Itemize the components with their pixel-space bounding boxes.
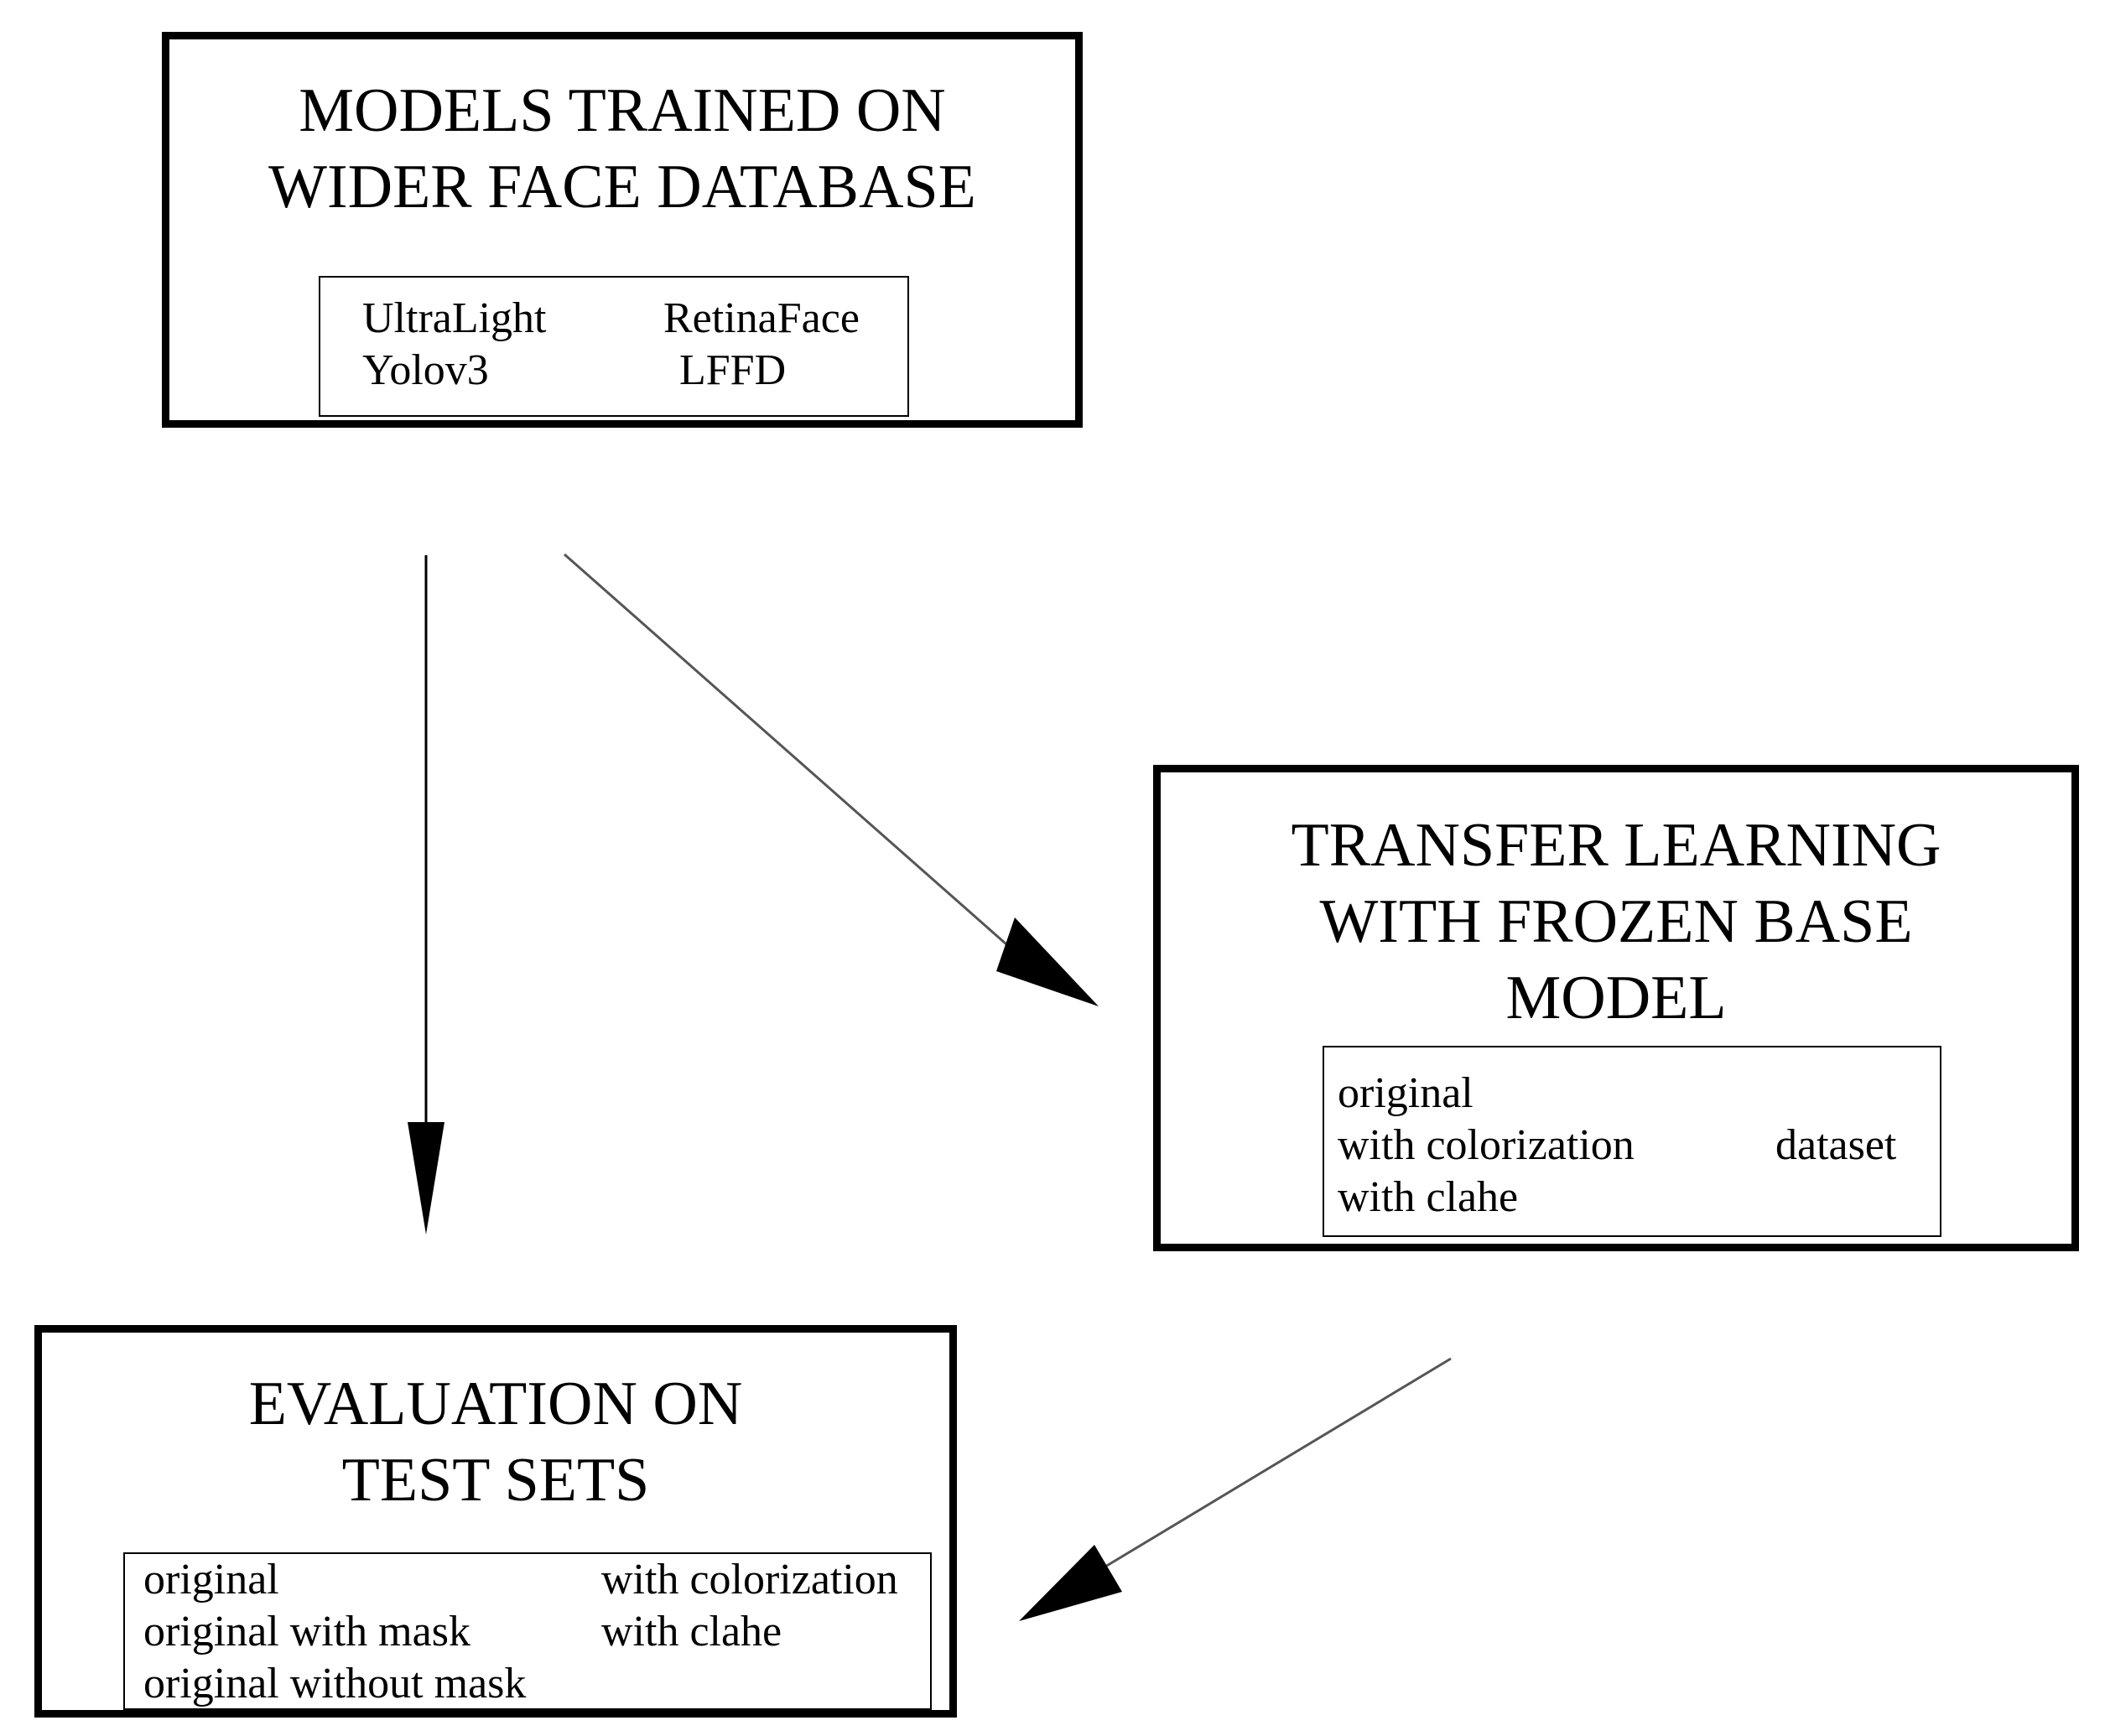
arrowhead-down (408, 1122, 444, 1234)
arrowhead-diagonal-down-right (996, 917, 1099, 1006)
models-list-box: UltraLight RetinaFace Yolov3 LFFD (319, 276, 909, 417)
edge-models-to-transfer (564, 553, 1099, 1006)
list-item: LFFD (679, 346, 787, 394)
list-item: Yolov3 (362, 346, 489, 394)
list-item: original without mask (143, 1660, 527, 1707)
node-models-title: MODELS TRAINED ON WIDER FACE DATABASE (169, 73, 1075, 226)
node-transfer-title: TRANSFER LEARNING WITH FROZEN BASE MODEL (1161, 808, 2071, 1037)
arrowhead-diagonal-down-left (1019, 1545, 1122, 1621)
title-line: MODELS TRAINED ON (299, 76, 946, 145)
evaluation-sets-box: original original with mask original wit… (123, 1552, 932, 1710)
title-line: TRANSFER LEARNING (1291, 811, 1941, 880)
title-line: MODEL (1505, 964, 1727, 1032)
list-item: dataset (1775, 1121, 1897, 1169)
title-line: WIDER FACE DATABASE (268, 153, 976, 221)
transfer-dataset-box: original with colorization with clahe da… (1323, 1046, 1941, 1237)
title-line: TEST SETS (341, 1446, 650, 1515)
list-item: original with mask (143, 1608, 470, 1655)
title-line: EVALUATION ON (248, 1370, 743, 1438)
node-evaluation-title: EVALUATION ON TEST SETS (42, 1366, 949, 1519)
node-evaluation: EVALUATION ON TEST SETS original origina… (34, 1325, 957, 1718)
list-item: UltraLight (362, 294, 547, 342)
list-item: with colorization (1338, 1121, 1635, 1169)
list-item: original (143, 1556, 279, 1603)
list-item: original (1338, 1069, 1474, 1117)
list-item: with colorization (601, 1556, 898, 1603)
edge-transfer-to-evaluation (1019, 1357, 1452, 1621)
list-item: with clahe (601, 1608, 782, 1655)
list-item: with clahe (1338, 1173, 1519, 1221)
title-line: WITH FROZEN BASE (1319, 887, 1913, 956)
node-models-trained: MODELS TRAINED ON WIDER FACE DATABASE Ul… (162, 32, 1083, 428)
edge-models-to-evaluation (408, 555, 444, 1234)
node-transfer-learning: TRANSFER LEARNING WITH FROZEN BASE MODEL… (1153, 765, 2079, 1251)
list-item: RetinaFace (663, 294, 860, 342)
